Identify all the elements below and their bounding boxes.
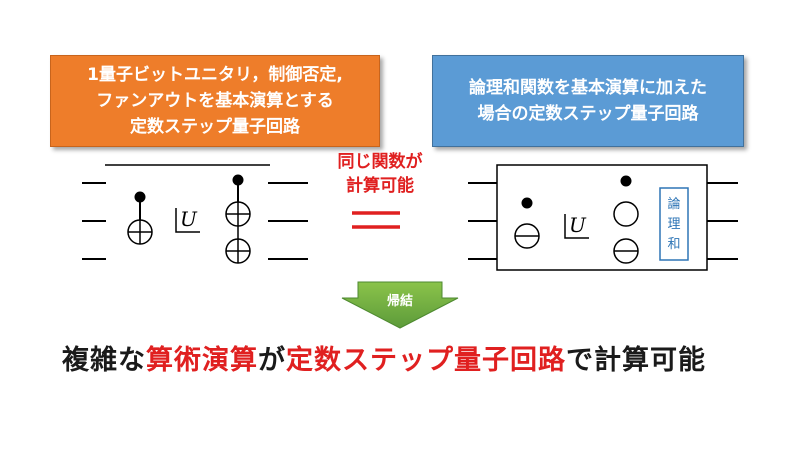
left-circuit-description: 1量子ビットユニタリ，制御否定, ファンアウトを基本演算とする 定数ステップ量子… <box>50 55 380 147</box>
unitary-label-right: U <box>569 213 587 237</box>
reduction-arrow <box>341 281 459 329</box>
equivalence-label: 同じ関数が 計算可能 <box>322 150 438 198</box>
right-target-2 <box>613 201 639 227</box>
left-circuit <box>82 164 308 264</box>
left-box-line-1: 1量子ビットユニタリ，制御否定, <box>87 65 343 85</box>
right-control-dot-1 <box>521 197 533 209</box>
conclusion-part-3: が <box>258 345 286 376</box>
right-box-line-1: 論理和関数を基本演算に加えた <box>469 78 707 98</box>
or-gate-box <box>659 187 689 261</box>
or-gate-char-2: 理 <box>667 217 680 232</box>
right-circuit <box>468 164 738 271</box>
unitary-box-left <box>175 208 200 233</box>
conclusion-part-2: 算術演算 <box>146 345 258 376</box>
unitary-label-left: U <box>180 207 198 231</box>
or-gate-char-1: 論 <box>667 196 680 212</box>
conclusion-part-1: 複雑な <box>62 345 146 376</box>
conclusion-part-4: 定数ステップ量子回路 <box>286 345 566 376</box>
equals-sign <box>352 211 400 229</box>
left-box-line-3: 定数ステップ量子回路 <box>130 117 300 137</box>
right-circuit-frame <box>496 164 708 271</box>
equivalence-line-2: 計算可能 <box>346 176 414 196</box>
conclusion-part-5: で計算可能 <box>566 345 706 376</box>
right-control-dot-2 <box>620 175 632 187</box>
right-box-line-2: 場合の定数ステップ量子回路 <box>477 104 699 124</box>
right-circuit-description: 論理和関数を基本演算に加えた 場合の定数ステップ量子回路 <box>432 55 744 147</box>
or-gate-char-3: 和 <box>667 237 680 252</box>
equivalence-line-1: 同じ関数が <box>337 152 423 172</box>
left-box-line-2: ファンアウトを基本演算とする <box>96 91 334 111</box>
conclusion-statement: 複雑な算術演算が定数ステップ量子回路で計算可能 <box>62 338 762 377</box>
unitary-box-right <box>564 214 589 239</box>
reduction-arrow-label: 帰結 <box>386 294 413 309</box>
